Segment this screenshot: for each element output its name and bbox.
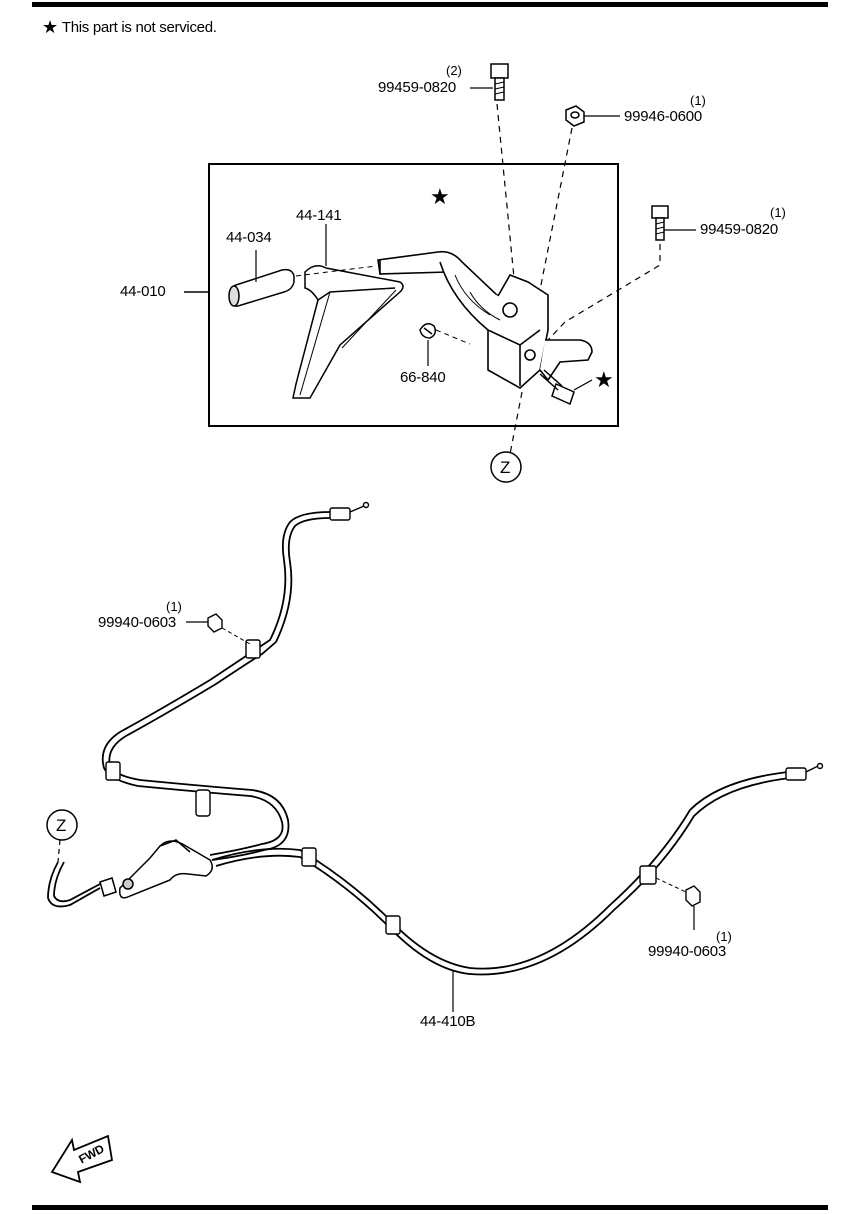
dash-grip-lever (295, 265, 377, 277)
qty-bolt-right: (1) (770, 205, 786, 220)
top-rule (32, 2, 828, 7)
bottom-rule (32, 1205, 828, 1210)
legend-note-text: This part is not serviced. (61, 18, 217, 36)
bolt-right (651, 205, 669, 241)
bolt-lever (539, 369, 575, 406)
dash-nut-left (221, 627, 251, 645)
z-marker-bottom: Z (56, 816, 67, 835)
label-bolt-right: 99459-0820 (700, 221, 779, 238)
dash-z-top (509, 391, 523, 455)
label-clip: 66-840 (400, 369, 446, 386)
cable-end-right (785, 762, 824, 781)
qty-nut-left: (1) (166, 599, 182, 614)
equalizer (99, 839, 213, 899)
dash-bolt-right (547, 244, 661, 341)
label-nut-left: 99940-0603 (98, 614, 177, 631)
label-grip: 44-034 (226, 229, 272, 246)
label-nut-right: 99940-0603 (648, 943, 727, 960)
leader-star-bolt (573, 379, 593, 391)
z-marker-bottom-circle (46, 809, 78, 841)
qty-nut-top: (1) (690, 93, 706, 108)
z-marker-top: Z (500, 458, 511, 477)
dash-nut-top (539, 127, 573, 291)
qty-nut-right: (1) (716, 929, 732, 944)
grip (228, 268, 295, 307)
label-bolt-top: 99459-0820 (378, 79, 457, 96)
label-cover: 44-141 (296, 207, 342, 224)
fwd-arrow-icon (50, 1134, 114, 1184)
parking-brake-lever (377, 250, 593, 389)
nut-left (207, 613, 223, 633)
cable-clamps (105, 639, 657, 935)
star-bolt: ★ (594, 367, 614, 392)
star-lever: ★ (430, 184, 450, 209)
label-cable: 44-410B (420, 1013, 476, 1030)
dash-clip (435, 329, 471, 345)
lever-cover (292, 265, 404, 399)
lever-assembly-box (208, 163, 619, 427)
qty-bolt-top: (2) (446, 63, 462, 78)
label-lever-assy: 44-010 (120, 283, 166, 300)
legend-note: ★ This part is not serviced. (42, 18, 217, 36)
star-icon: ★ (42, 17, 58, 37)
nut-right (685, 885, 701, 907)
dash-nut-right (655, 877, 687, 893)
brake-cable (47, 511, 791, 976)
z-marker-top-circle (490, 451, 522, 483)
cable-end-top (329, 501, 370, 521)
clip (419, 323, 437, 339)
label-nut-top: 99946-0600 (624, 108, 703, 125)
nut-top (565, 105, 585, 127)
dash-z-bottom (57, 839, 61, 863)
bolt-top (490, 63, 509, 101)
